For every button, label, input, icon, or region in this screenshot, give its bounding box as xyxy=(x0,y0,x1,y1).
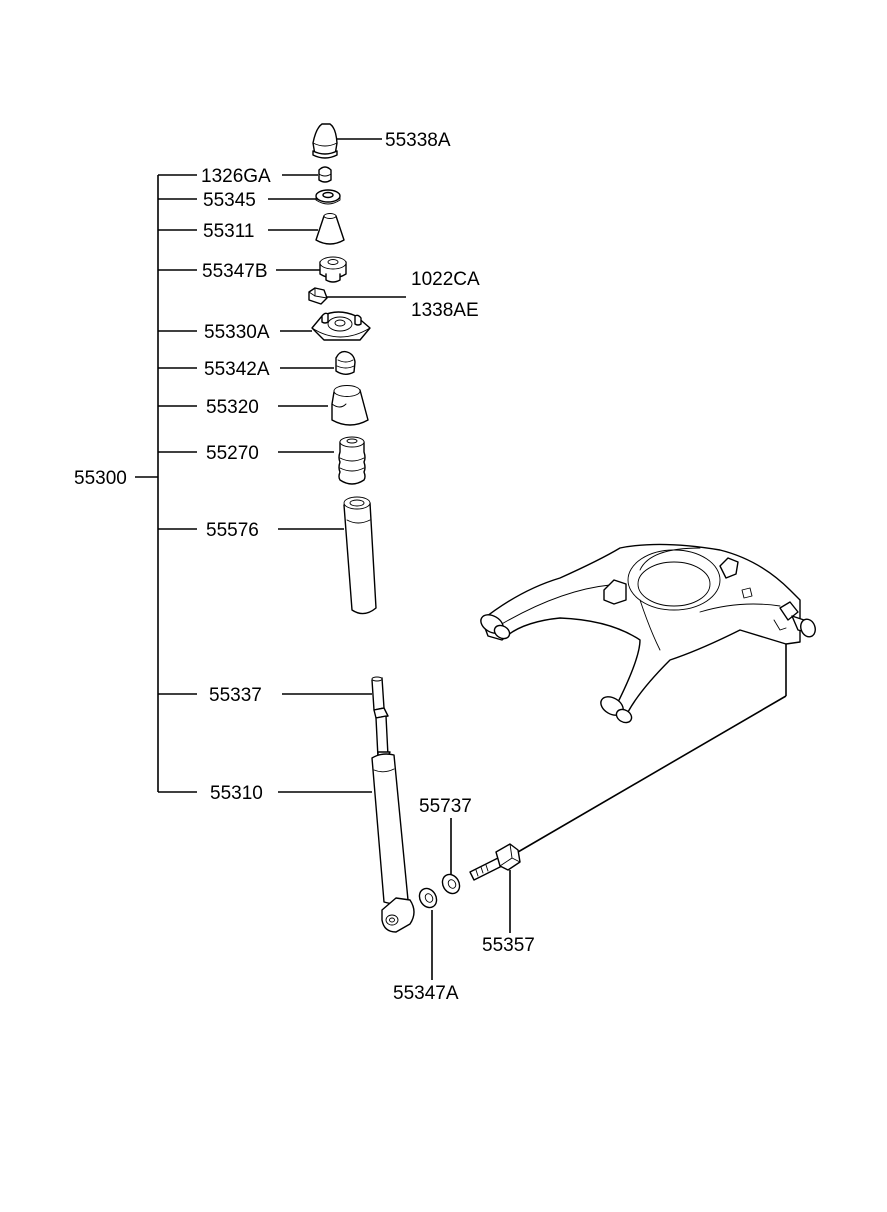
nut-1022ca xyxy=(308,287,328,305)
washer-55737 xyxy=(441,873,461,895)
label-55345: 55345 xyxy=(203,190,256,211)
label-55337: 55337 xyxy=(209,685,262,706)
label-1326ga: 1326GA xyxy=(201,166,271,187)
label-55338a: 55338A xyxy=(385,130,451,151)
washer-55345 xyxy=(315,189,341,205)
label-55347a: 55347A xyxy=(393,983,459,1004)
bushing-55311 xyxy=(315,213,345,245)
label-55357: 55357 xyxy=(482,935,535,956)
label-55320: 55320 xyxy=(206,397,259,418)
label-55342a: 55342A xyxy=(204,359,270,380)
assembly-bracket xyxy=(135,174,197,793)
nut-1326ga xyxy=(318,166,332,183)
washer-55347a xyxy=(418,887,438,909)
label-55270: 55270 xyxy=(206,443,259,464)
label-55576: 55576 xyxy=(206,520,259,541)
leader-lines xyxy=(268,138,787,980)
label-55347b: 55347B xyxy=(202,261,268,282)
bolt-55357 xyxy=(469,843,521,881)
label-55330a: 55330A xyxy=(204,322,270,343)
label-55300: 55300 xyxy=(74,468,127,489)
mount-55330a xyxy=(311,311,371,341)
part-labels: 55300 55338A 1326GA 55345 55311 55347B 1… xyxy=(74,130,535,1004)
rear-subframe xyxy=(480,543,816,724)
cap-55320 xyxy=(331,385,369,426)
label-55311: 55311 xyxy=(203,221,254,242)
top-cap-55338a xyxy=(312,123,338,159)
label-1338ae: 1338AE xyxy=(411,300,479,321)
bushing-55347b xyxy=(319,256,347,283)
label-55737: 55737 xyxy=(419,796,472,817)
shock-absorber-55310 xyxy=(371,676,415,933)
dust-boot-55576 xyxy=(343,496,377,615)
label-55310: 55310 xyxy=(210,783,263,804)
bushing-55342a xyxy=(335,350,356,375)
label-1022ca: 1022CA xyxy=(411,269,480,290)
bump-stop-55270 xyxy=(338,436,366,485)
